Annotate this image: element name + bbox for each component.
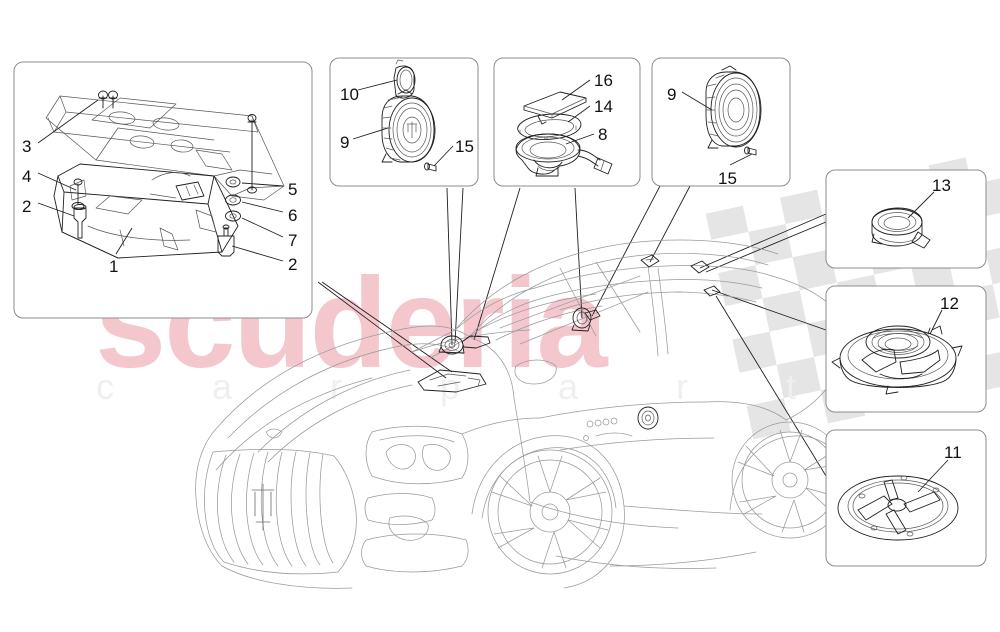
- car-illustration: [195, 239, 853, 589]
- callout-16: 16: [594, 71, 613, 90]
- panel-grille: [825, 429, 987, 567]
- callout-4: 4: [22, 167, 32, 186]
- callout-10: 10: [340, 85, 359, 104]
- panel-leader-lines: [317, 185, 827, 477]
- panel-dash-speaker-leaders: [561, 79, 595, 145]
- panel-dash-speaker: [493, 57, 641, 187]
- panel-amplifier: [13, 61, 313, 319]
- subwoofer-12: [831, 325, 963, 395]
- callout-14: 14: [594, 97, 613, 116]
- panel-subwoofer: [825, 285, 987, 413]
- callout-15-rear: 15: [718, 169, 737, 188]
- rubber-mount-right: [217, 224, 235, 257]
- amplifier-connector: [151, 172, 205, 201]
- callout-15-door: 15: [455, 137, 474, 156]
- panel-grille-leader: [917, 459, 949, 493]
- amplifier-body: [53, 163, 239, 259]
- callout-9-door: 9: [340, 133, 350, 152]
- screw-15-rear: [744, 146, 757, 156]
- bolt-4: [71, 178, 85, 210]
- washer-7: [225, 210, 241, 222]
- callout-7: 7: [288, 231, 298, 250]
- dash-speaker-8: [515, 133, 613, 177]
- panel-rear-speaker-leaders: [681, 91, 753, 166]
- rubber-mount-left: [73, 204, 87, 239]
- door-speaker-9: [381, 89, 436, 163]
- callout-6: 6: [288, 206, 298, 225]
- washer-6: [225, 194, 241, 206]
- rear-speaker-9: [705, 65, 762, 149]
- stud-right: [247, 114, 257, 194]
- panel-door-speaker: [329, 57, 479, 187]
- callout-12: 12: [940, 294, 959, 313]
- screw-3: [98, 90, 118, 109]
- callout-3: 3: [22, 137, 32, 156]
- panel-rear-speaker: [651, 57, 791, 187]
- callout-13: 13: [932, 176, 951, 195]
- panel-amplifier-leaders: [37, 99, 284, 262]
- callout-2-right: 2: [288, 255, 298, 274]
- callout-8: 8: [598, 125, 608, 144]
- callout-1: 1: [109, 257, 119, 276]
- callout-2-left: 2: [22, 197, 32, 216]
- nut-5: [225, 176, 241, 188]
- panel-door-speaker-leaders: [352, 79, 454, 167]
- grille-11: [837, 475, 959, 541]
- tweeter-13: [871, 207, 931, 249]
- carparts-wordmark: c a r p a r t s: [96, 366, 957, 407]
- callout-9-rear: 9: [667, 85, 677, 104]
- panel-tweeter-leader: [907, 191, 935, 219]
- screw-15-door: [424, 162, 437, 172]
- car-mounted-speaker-markers: [417, 254, 721, 430]
- mounting-tray: [45, 95, 285, 201]
- callout-11: 11: [944, 443, 962, 462]
- panel-tweeter: [825, 169, 987, 269]
- panel-subwoofer-leader: [929, 309, 943, 335]
- gasket-14: [517, 113, 582, 140]
- callout-5: 5: [288, 180, 298, 199]
